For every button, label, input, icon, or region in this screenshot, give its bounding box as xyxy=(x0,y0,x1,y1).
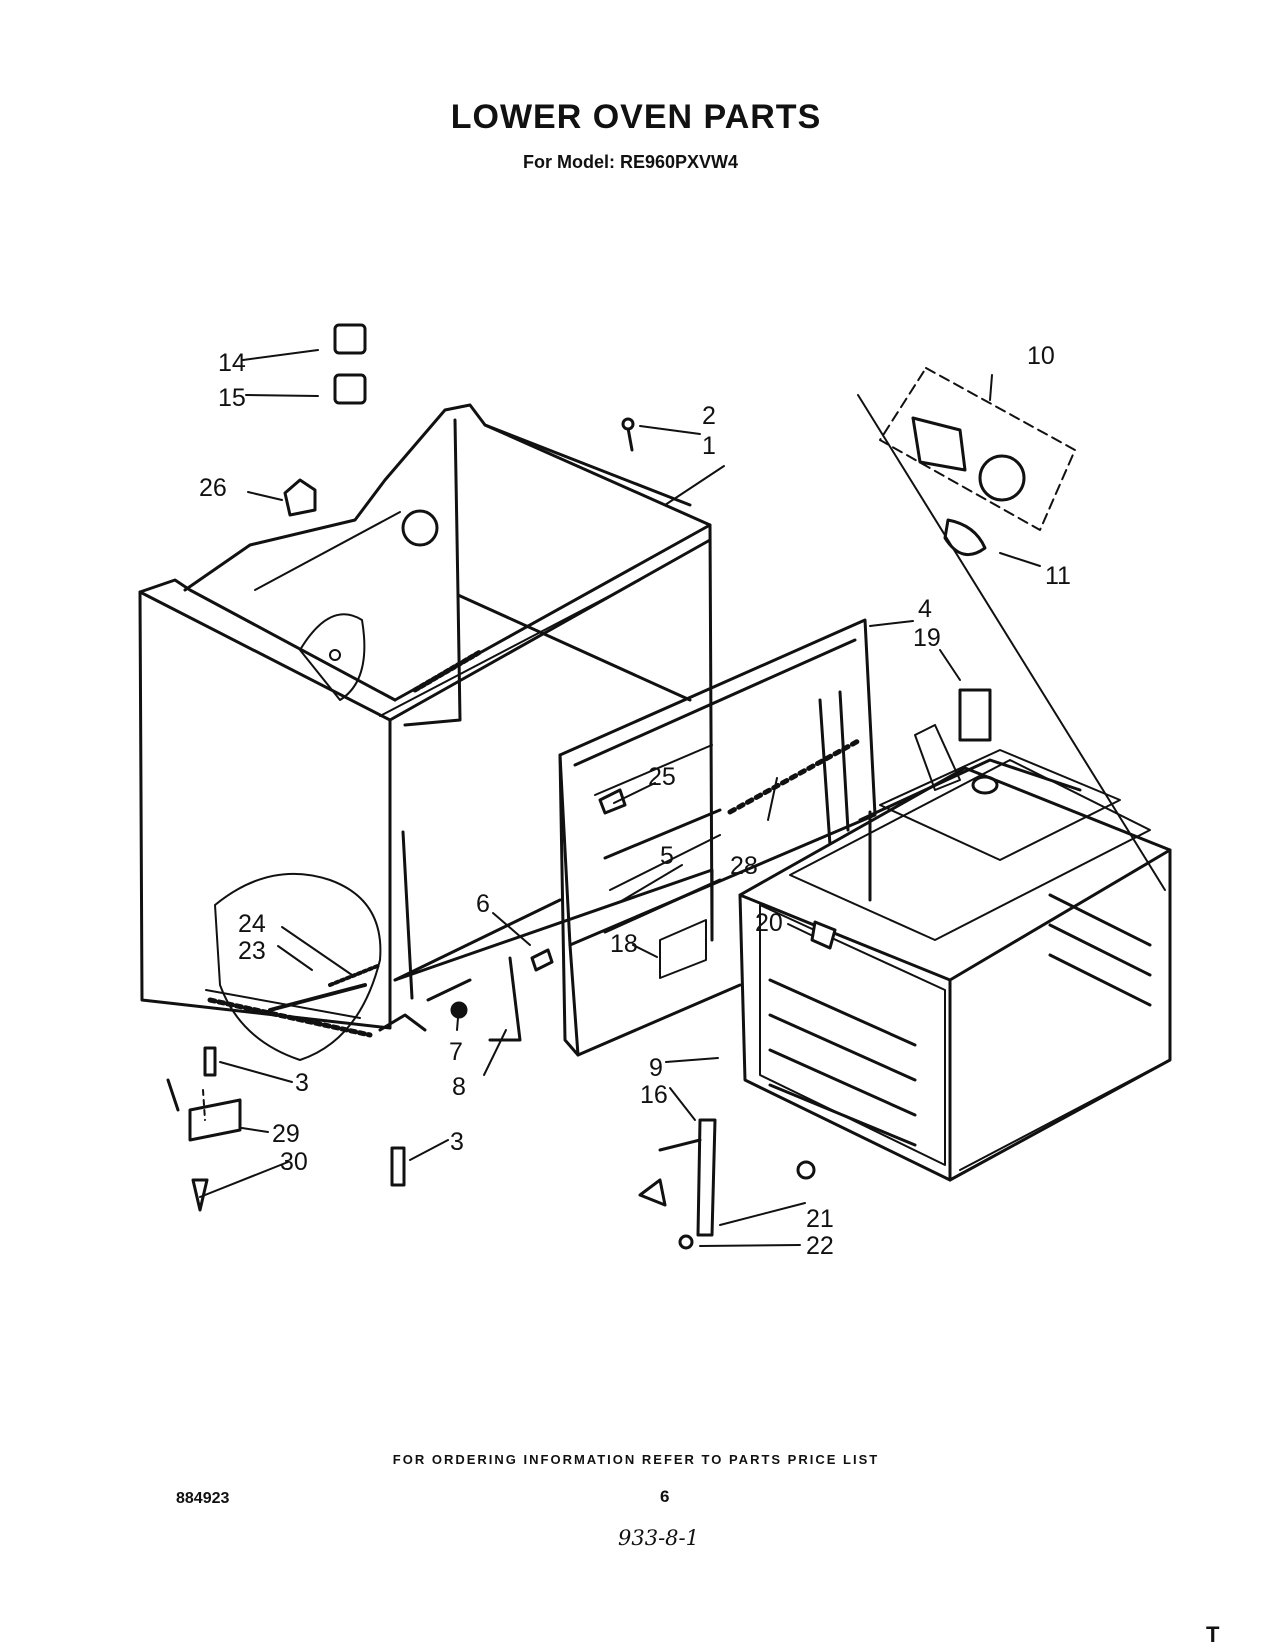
callout-14: 14 xyxy=(218,349,246,377)
callout-21: 21 xyxy=(806,1205,834,1233)
callout-6: 6 xyxy=(476,890,490,918)
callout-4: 4 xyxy=(918,595,932,623)
callout-19: 19 xyxy=(913,624,941,652)
callout-20: 20 xyxy=(755,909,783,937)
oven-rack-assembly xyxy=(727,724,1172,1182)
callout-22: 22 xyxy=(806,1232,834,1260)
leader-lines xyxy=(199,349,1041,1247)
callout-15: 15 xyxy=(218,384,246,412)
callout-3a: 3 xyxy=(295,1069,309,1097)
callout-30: 30 xyxy=(280,1148,308,1176)
callout-28: 28 xyxy=(730,852,758,880)
callout-25: 25 xyxy=(648,763,676,791)
callout-29: 29 xyxy=(272,1120,300,1148)
callout-26: 26 xyxy=(199,474,227,502)
callout-23: 23 xyxy=(238,937,266,965)
callout-labels: 1 2 3 3 4 5 6 7 8 9 10 11 14 15 16 18 19… xyxy=(199,342,1071,1260)
callout-8: 8 xyxy=(452,1073,466,1101)
model-subtitle: For Model: RE960PXVW4 xyxy=(523,152,739,172)
callout-7: 7 xyxy=(449,1038,463,1066)
callout-9: 9 xyxy=(649,1054,663,1082)
document-number: 884923 xyxy=(176,1490,230,1507)
corner-mark: T xyxy=(1206,1622,1220,1647)
hardware-parts xyxy=(166,323,1166,1250)
callout-16: 16 xyxy=(640,1081,668,1109)
callout-10: 10 xyxy=(1027,342,1055,370)
callout-5: 5 xyxy=(660,842,674,870)
callout-2: 2 xyxy=(702,402,716,430)
page-number: 6 xyxy=(660,1487,670,1506)
callout-11: 11 xyxy=(1045,562,1071,590)
callout-18: 18 xyxy=(610,930,638,958)
callout-1: 1 xyxy=(702,432,716,460)
handwritten-reference: 933-8-1 xyxy=(618,1526,699,1550)
oven-cavity xyxy=(138,403,714,1061)
callout-3b: 3 xyxy=(450,1128,464,1156)
ordering-info-note: FOR ORDERING INFORMATION REFER TO PARTS … xyxy=(392,1452,880,1467)
door-frame xyxy=(558,618,877,1057)
callout-24: 24 xyxy=(238,910,266,938)
page-title: LOWER OVEN PARTS xyxy=(450,98,822,136)
